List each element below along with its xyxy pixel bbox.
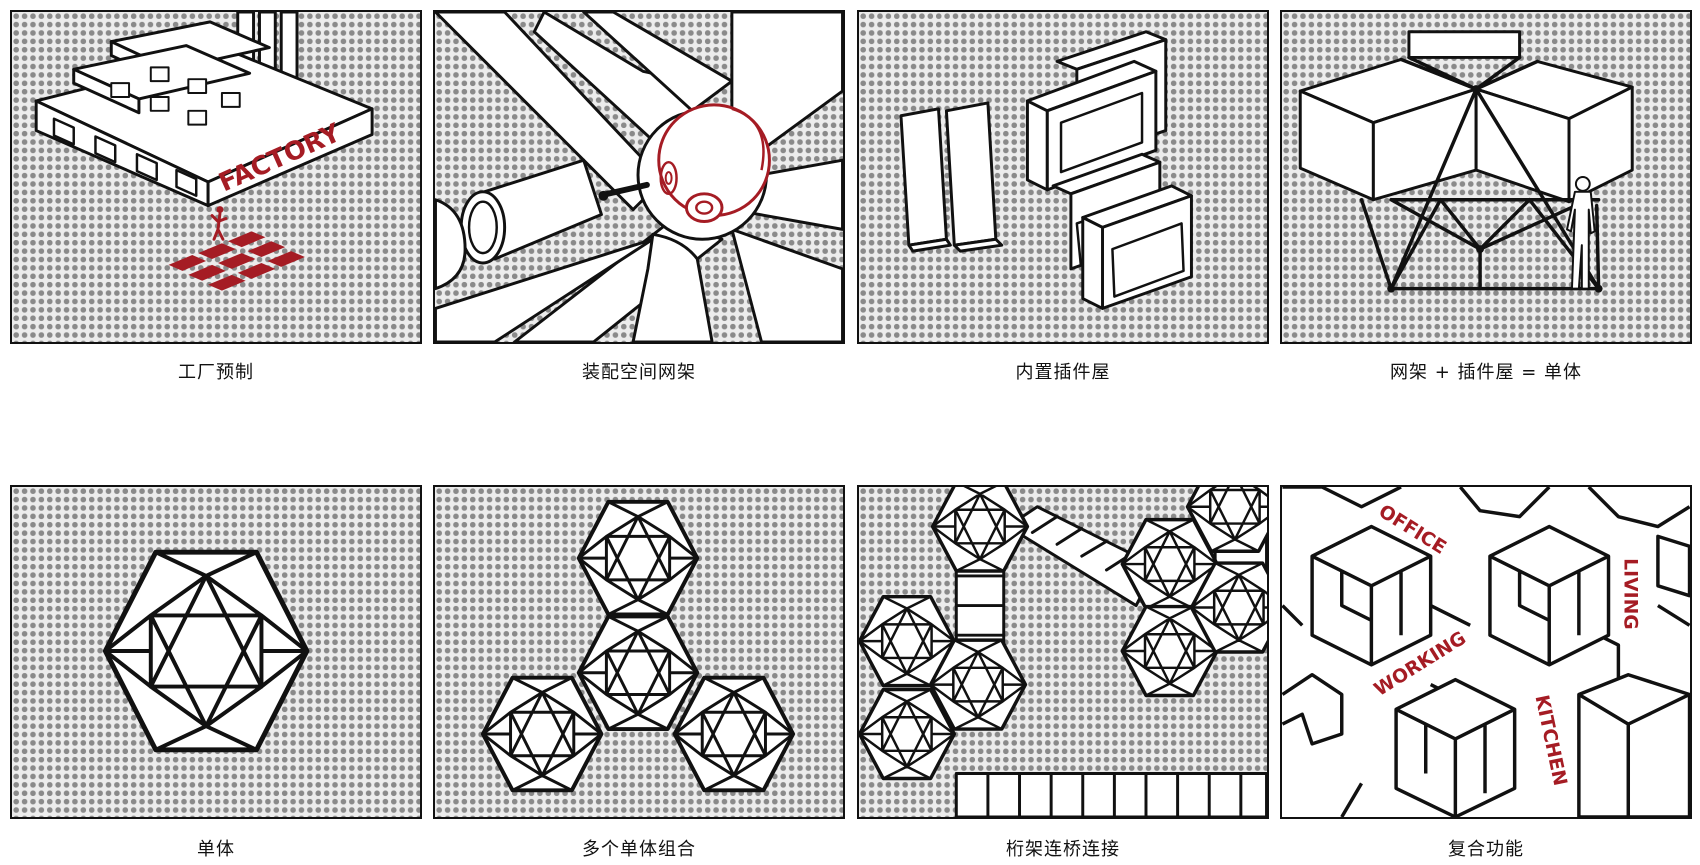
caption-unit: 网架 + 插件屋 = 单体 bbox=[1389, 362, 1583, 383]
caption-mixed-functions: 复合功能 bbox=[1448, 839, 1524, 860]
hexagon-unit-icon bbox=[102, 549, 310, 753]
caption-space-frame: 装配空间网架 bbox=[582, 362, 696, 383]
panel-frame-plus-houses-unit bbox=[1280, 10, 1692, 344]
worker-figure-icon bbox=[210, 206, 228, 241]
panel-plug-in-houses bbox=[857, 10, 1269, 344]
hex-unit-right bbox=[672, 675, 796, 793]
space-frame-node-illustration bbox=[435, 12, 843, 342]
panel-truss-bridges bbox=[857, 485, 1269, 819]
panel-mixed-functions: OFFICE LIVING WORKING KITCHEN bbox=[1280, 485, 1692, 819]
panel-space-frame-assembly bbox=[433, 10, 845, 344]
caption-plug-in-houses: 内置插件屋 bbox=[1015, 362, 1111, 383]
truss-hex-unit bbox=[930, 487, 1030, 573]
mixed-function-plan bbox=[1282, 487, 1690, 817]
kitchen-label: KITCHEN bbox=[1531, 693, 1571, 788]
unit-with-frame-illustration bbox=[1298, 30, 1634, 293]
hex-unit-left bbox=[480, 675, 604, 793]
person-scale-figure-icon bbox=[1566, 176, 1596, 290]
caption-truss-bridges: 桁架连桥连接 bbox=[1006, 839, 1120, 860]
panel-multiple-units bbox=[433, 485, 845, 819]
factory-illustration bbox=[34, 12, 374, 208]
hex-unit-top bbox=[576, 499, 700, 617]
caption-factory: 工厂预制 bbox=[178, 362, 254, 383]
caption-single-unit: 单体 bbox=[197, 839, 235, 860]
living-label: LIVING bbox=[1619, 558, 1640, 630]
caption-multiple-units: 多个单体组合 bbox=[582, 839, 696, 860]
panel-single-unit bbox=[10, 485, 422, 819]
hex-unit-middle bbox=[576, 614, 700, 732]
plug-in-modules-illustration bbox=[899, 30, 1193, 310]
panel-factory-prefabrication: FACTORY bbox=[10, 10, 422, 344]
prefab-panels bbox=[168, 231, 305, 291]
